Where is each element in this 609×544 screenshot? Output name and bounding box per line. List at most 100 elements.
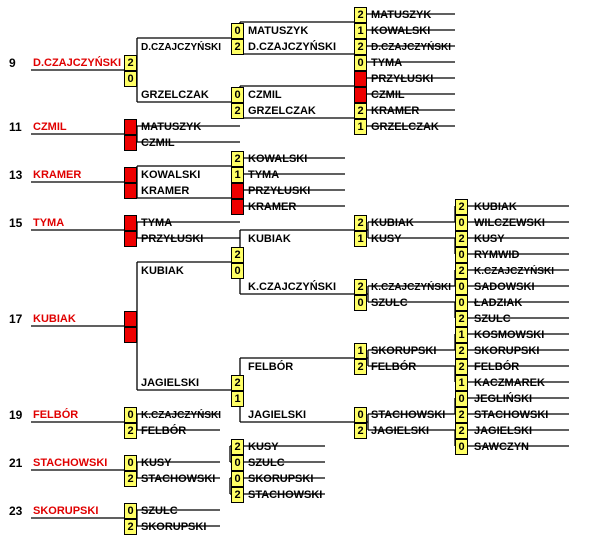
player-name: KUSY: [474, 233, 505, 245]
score-box: 0: [455, 295, 468, 311]
player-name: GRZELCZAK: [248, 105, 316, 117]
player-name: JAGIELSKI: [141, 377, 200, 389]
player-name: TYMA: [141, 217, 173, 229]
seed-number: 19: [9, 408, 23, 422]
empty-score-box: [124, 215, 137, 231]
score-box: 0: [354, 55, 367, 71]
player-name: SKORUPSKI: [371, 345, 437, 357]
empty-score-box: [354, 71, 367, 87]
seed-number: 23: [9, 504, 23, 518]
player-name: D.CZAJCZYŃSKI: [141, 42, 222, 53]
empty-score-box: [124, 231, 137, 247]
player-name: TYMA: [248, 169, 280, 181]
score-box: 2: [455, 407, 468, 423]
score-box: 0: [354, 407, 367, 423]
score-box: 1: [455, 327, 468, 343]
empty-score-box: [231, 199, 244, 215]
score-box: 0: [124, 455, 137, 471]
seed-number: 9: [9, 56, 16, 70]
score-box: 2: [354, 39, 367, 55]
player-name: KUBIAK: [141, 265, 184, 277]
score-box: 0: [124, 407, 137, 423]
player-name: FELBÓR: [141, 425, 187, 437]
score-box: 2: [124, 55, 137, 71]
score-box: 2: [354, 423, 367, 439]
seed-number: 13: [9, 168, 23, 182]
entry-name: STACHOWSKI: [33, 457, 108, 469]
score-box: 1: [231, 167, 244, 183]
player-name: KRAMER: [141, 185, 190, 197]
player-name: RYMWID: [474, 249, 520, 261]
empty-score-box: [354, 87, 367, 103]
player-name: D.CZAJCZYŃSKI: [371, 42, 452, 53]
player-name: KOWALSKI: [371, 25, 431, 37]
player-name: KUSY: [248, 441, 279, 453]
entry-name: CZMIL: [33, 121, 67, 133]
player-name: KUSY: [141, 457, 172, 469]
player-name: KOWALSKI: [248, 153, 308, 165]
score-box: 0: [455, 391, 468, 407]
seed-number: 11: [9, 120, 22, 134]
player-name: SZULC: [141, 505, 178, 517]
player-name: SADOWSKI: [474, 281, 535, 293]
player-name: KOSMOWSKI: [474, 329, 545, 341]
score-box: 2: [455, 199, 468, 215]
score-box: 2: [354, 7, 367, 23]
entry-name: FELBÓR: [33, 409, 79, 421]
player-name: STACHOWSKI: [371, 409, 446, 421]
entry-name: SKORUPSKI: [33, 505, 99, 517]
empty-score-box: [231, 183, 244, 199]
player-name: STACHOWSKI: [141, 473, 216, 485]
score-box: 2: [455, 231, 468, 247]
score-box: 0: [455, 247, 468, 263]
score-box: 0: [231, 263, 244, 279]
player-name: SZULC: [248, 457, 285, 469]
score-box: 2: [354, 279, 367, 295]
empty-score-box: [124, 327, 137, 343]
score-box: 2: [124, 519, 137, 535]
player-name: SAWCZYN: [474, 441, 529, 453]
score-box: 1: [354, 23, 367, 39]
seed-number: 17: [9, 312, 23, 326]
score-box: 1: [455, 375, 468, 391]
player-name: TYMA: [371, 57, 403, 69]
score-box: 1: [354, 231, 367, 247]
player-name: JAGIELSKI: [248, 409, 307, 421]
player-name: SKORUPSKI: [474, 345, 540, 357]
player-name: MATUSZYK: [141, 121, 202, 133]
player-name: STACHOWSKI: [474, 409, 549, 421]
empty-score-box: [124, 119, 137, 135]
player-name: KUBIAK: [371, 217, 414, 229]
score-box: 1: [231, 391, 244, 407]
seed-number: 15: [9, 216, 23, 230]
player-name: K.CZAJCZYŃSKI: [248, 281, 337, 293]
player-name: PRZYŁUSKI: [371, 73, 434, 85]
player-name: ŁADZIAK: [474, 297, 523, 309]
score-box: 2: [455, 263, 468, 279]
player-name: K.CZAJCZYŃSKI: [371, 282, 452, 293]
player-name: KUBIAK: [474, 201, 517, 213]
player-name: D.CZAJCZYŃSKI: [248, 41, 337, 53]
player-name: PRZYŁUSKI: [141, 233, 204, 245]
empty-score-box: [124, 135, 137, 151]
player-name: CZMIL: [371, 89, 405, 101]
score-box: 0: [124, 71, 137, 87]
player-name: GRZELCZAK: [141, 89, 209, 101]
player-name: CZMIL: [141, 137, 175, 149]
entry-name: TYMA: [33, 217, 65, 229]
entry-name: KRAMER: [33, 169, 82, 181]
score-box: 2: [124, 471, 137, 487]
score-box: 0: [231, 87, 244, 103]
score-box: 2: [231, 103, 244, 119]
score-box: 2: [455, 311, 468, 327]
player-name: PRZYŁUSKI: [248, 185, 311, 197]
score-box: 2: [231, 247, 244, 263]
player-name: KRAMER: [248, 201, 297, 213]
score-box: 2: [231, 151, 244, 167]
entry-name: D.CZAJCZYŃSKI: [33, 57, 122, 69]
entry-name: KUBIAK: [33, 313, 76, 325]
player-name: FELBÓR: [248, 361, 294, 373]
player-name: JAGIELSKI: [474, 425, 533, 437]
player-name: KOWALSKI: [141, 169, 201, 181]
empty-score-box: [124, 167, 137, 183]
